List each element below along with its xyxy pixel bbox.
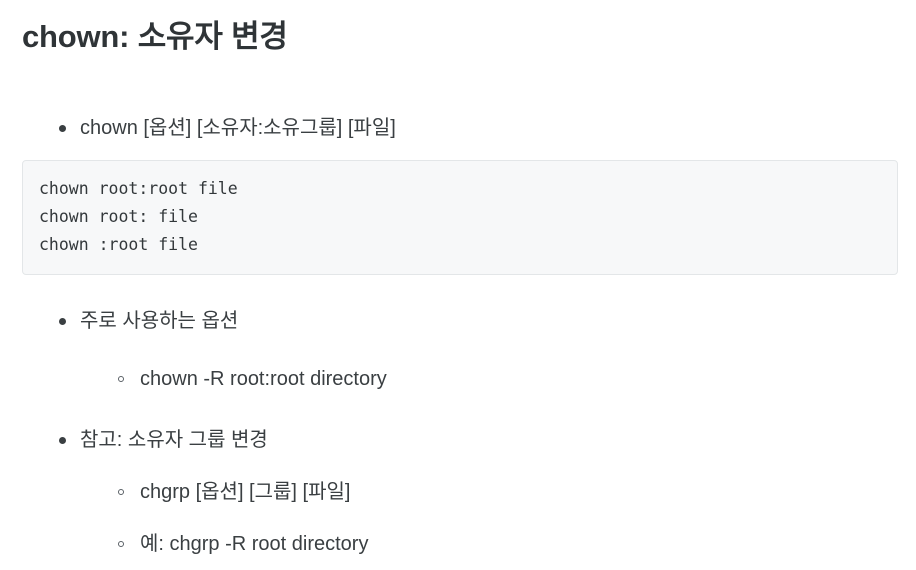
sublist-item-label: 예: chgrp -R root directory (140, 533, 369, 555)
circle-bullet-icon (118, 376, 124, 382)
sublist-item-recursive-chown: chown -R root:root directory (0, 364, 916, 394)
code-line: chown :root file (39, 235, 198, 254)
content-list-note: 참고: 소유자 그룹 변경 (0, 425, 916, 455)
code-line: chown root:root file (39, 179, 238, 198)
code-spacer (0, 275, 916, 306)
sublist-note: chgrp [옵션] [그룹] [파일] 예: chgrp -R root di… (0, 477, 916, 559)
sublist-options: chown -R root:root directory (0, 364, 916, 394)
content-list: chown [옵션] [소유자:소유그룹] [파일] (0, 113, 916, 143)
disc-bullet-icon (59, 125, 66, 132)
sublist-item-label: chown -R root:root directory (140, 368, 387, 390)
circle-bullet-icon (118, 541, 124, 547)
code-line: chown root: file (39, 207, 198, 226)
list-item-common-options: 주로 사용하는 옵션 (0, 306, 916, 336)
list-item-label: 참고: 소유자 그룹 변경 (80, 429, 268, 451)
list-item-group-change-note: 참고: 소유자 그룹 변경 (0, 425, 916, 455)
code-block: chown root:root file chown root: file ch… (22, 160, 898, 275)
page-title: chown: 소유자 변경 (22, 19, 288, 54)
sublist-item-chgrp-syntax: chgrp [옵션] [그룹] [파일] (0, 477, 916, 507)
sublist-spacer (0, 336, 916, 364)
list-item-label: chown [옵션] [소유자:소유그룹] [파일] (80, 117, 396, 139)
title-spacer (0, 58, 916, 83)
section-spacer (0, 394, 916, 425)
sublist-item-chgrp-example: 예: chgrp -R root directory (0, 529, 916, 559)
list-item-syntax: chown [옵션] [소유자:소유그룹] [파일] (0, 113, 916, 143)
sublist-spacer (0, 455, 916, 477)
sublist-item-label: chgrp [옵션] [그룹] [파일] (140, 481, 351, 503)
disc-bullet-icon (59, 437, 66, 444)
circle-bullet-icon (118, 489, 124, 495)
list-item-label: 주로 사용하는 옵션 (80, 310, 239, 332)
content-list-options: 주로 사용하는 옵션 (0, 306, 916, 336)
disc-bullet-icon (59, 318, 66, 325)
